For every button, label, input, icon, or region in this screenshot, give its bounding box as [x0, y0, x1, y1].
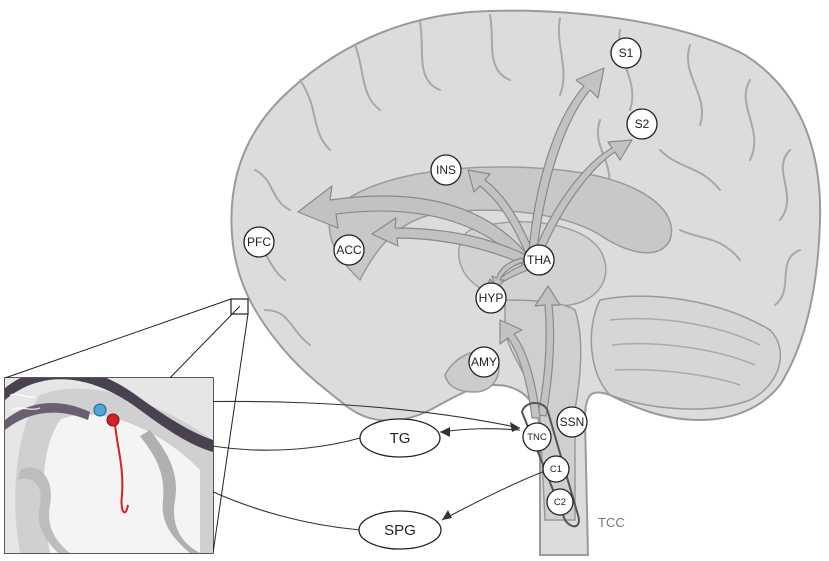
cortex-section: [5, 378, 213, 553]
brain-hemisphere: [230, 9, 822, 556]
node-tnc: TNC: [522, 422, 552, 452]
node-amy: AMY: [468, 346, 500, 378]
arrow-tha-to-s1: [528, 67, 605, 251]
arrow-tha-to-ins: [467, 169, 534, 255]
label-spg: SPG: [384, 522, 416, 539]
arrow-tha-to-acc: [371, 217, 529, 265]
label-hyp: HYP: [479, 291, 504, 305]
line-c1-to-spg: [441, 469, 549, 521]
node-tg: TG: [359, 418, 441, 458]
node-tha: THA: [523, 244, 555, 276]
label-s2: S2: [635, 117, 650, 131]
label-pfc: PFC: [247, 235, 271, 249]
node-spg: SPG: [358, 510, 442, 550]
line-tnc-to-tg: [439, 428, 521, 433]
label-tg: TG: [390, 430, 411, 447]
arrow-tnc-to-amy: [499, 319, 541, 419]
red-neuron-axon: [114, 424, 129, 514]
connection-arrowheads: [440, 422, 520, 520]
arrow-tha-to-pfc: [297, 185, 531, 263]
label-s1: S1: [619, 46, 634, 60]
node-ins: INS: [430, 154, 462, 186]
label-ins: INS: [436, 163, 456, 177]
cerebellum: [590, 295, 781, 410]
region-nodes: S1 S2 INS PFC ACC THA HYP AMY: [243, 37, 658, 550]
node-s1: S1: [610, 37, 642, 69]
node-pfc: PFC: [243, 226, 275, 258]
label-ssn: SSN: [560, 415, 585, 429]
node-c1: C1: [542, 455, 570, 483]
corpus-callosum: [328, 166, 673, 282]
label-c2: C2: [554, 497, 566, 508]
node-c2: C2: [546, 488, 574, 516]
label-tha: THA: [527, 253, 551, 267]
tcc-outline: [520, 402, 580, 528]
cerebellum-folia: [609, 317, 761, 386]
node-ssn: SSN: [556, 406, 588, 438]
label-amy: AMY: [471, 355, 497, 369]
label-tcc: TCC: [598, 515, 625, 530]
label-c1: C1: [550, 464, 562, 475]
node-hyp: HYP: [475, 282, 507, 314]
node-s2: S2: [626, 108, 658, 140]
node-acc: ACC: [333, 234, 365, 266]
arrow-tha-to-s2: [534, 139, 633, 253]
zoom-inset: [4, 298, 249, 554]
projection-arrows: [297, 67, 633, 419]
label-tnc: TNC: [527, 432, 547, 443]
arrow-tnc-to-tha: [534, 285, 561, 417]
blue-neuron: [93, 403, 107, 417]
label-acc: ACC: [336, 243, 362, 257]
red-neuron: [106, 413, 120, 427]
zoom-source-box: [230, 298, 249, 315]
